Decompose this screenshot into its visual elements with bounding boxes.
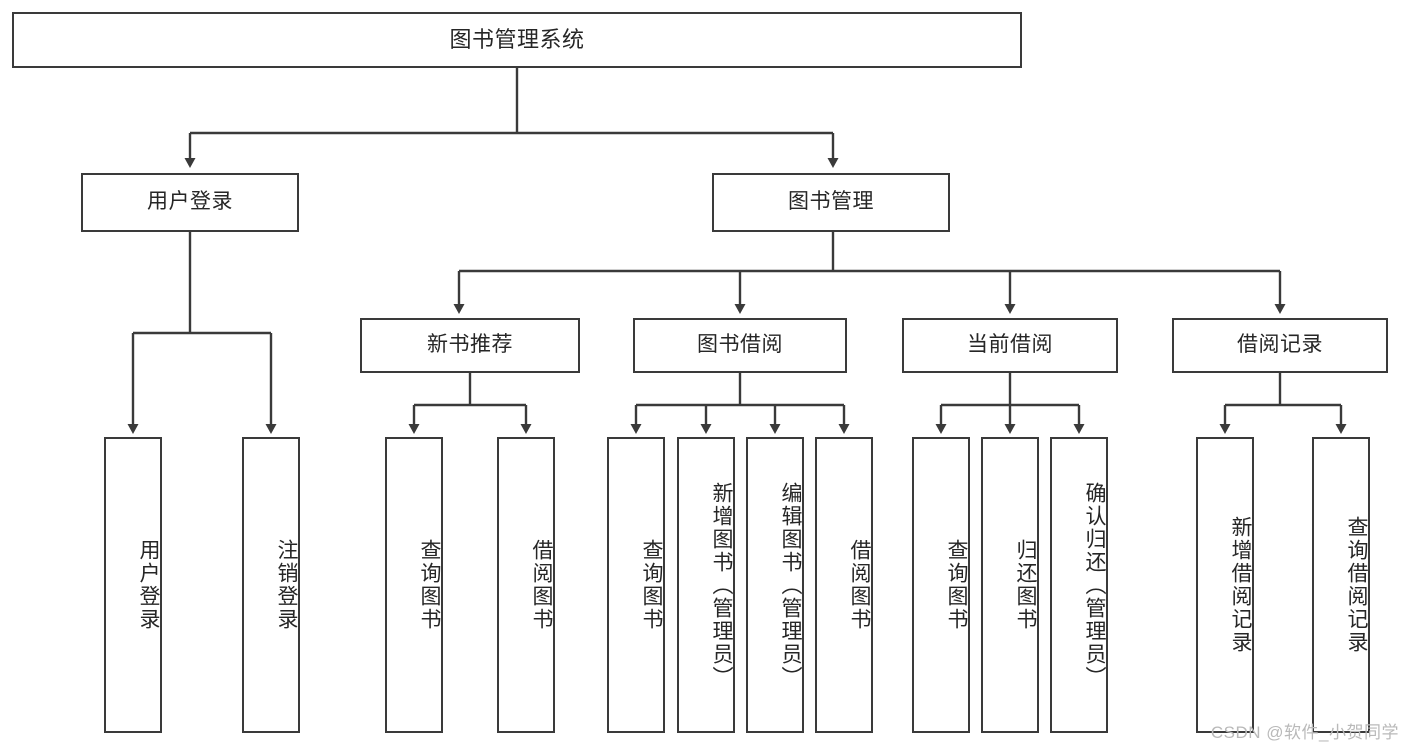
node-leaf-query-borrow-record[interactable]: 查询借阅记录 — [1312, 437, 1370, 733]
node-book-borrow[interactable]: 图书借阅 — [633, 318, 847, 373]
node-leaf-logout-label: 注销登录 — [275, 539, 298, 631]
node-leaf-query-book-borrow-label: 查询图书 — [640, 539, 663, 631]
node-book-management-label: 图书管理 — [788, 190, 874, 214]
node-leaf-query-book-current-label: 查询图书 — [945, 539, 968, 631]
node-leaf-add-book-admin-label: 新增图书（管理员） — [710, 481, 733, 689]
node-leaf-add-book-admin[interactable]: 新增图书（管理员） — [677, 437, 735, 733]
node-book-management[interactable]: 图书管理 — [712, 173, 950, 232]
node-leaf-borrow-book[interactable]: 借阅图书 — [815, 437, 873, 733]
node-leaf-user-login-label: 用户登录 — [137, 539, 160, 631]
node-leaf-query-book-current[interactable]: 查询图书 — [912, 437, 970, 733]
node-leaf-user-login[interactable]: 用户登录 — [104, 437, 162, 733]
node-borrow-record[interactable]: 借阅记录 — [1172, 318, 1388, 373]
node-leaf-query-borrow-record-label: 查询借阅记录 — [1345, 516, 1368, 654]
node-user-login[interactable]: 用户登录 — [81, 173, 299, 232]
node-current-borrow[interactable]: 当前借阅 — [902, 318, 1118, 373]
node-leaf-return-book-label: 归还图书 — [1014, 539, 1037, 631]
watermark: CSDN @软件_小贺同学 — [1210, 723, 1399, 742]
node-leaf-confirm-return-admin-label: 确认归还（管理员） — [1083, 481, 1106, 689]
node-leaf-logout[interactable]: 注销登录 — [242, 437, 300, 733]
node-leaf-add-borrow-record-label: 新增借阅记录 — [1229, 516, 1252, 654]
node-leaf-borrow-book-recommend[interactable]: 借阅图书 — [497, 437, 555, 733]
node-current-borrow-label: 当前借阅 — [967, 333, 1053, 357]
node-leaf-edit-book-admin[interactable]: 编辑图书（管理员） — [746, 437, 804, 733]
node-new-book-recommend[interactable]: 新书推荐 — [360, 318, 580, 373]
node-leaf-borrow-book-recommend-label: 借阅图书 — [530, 539, 553, 631]
node-user-login-label: 用户登录 — [147, 190, 233, 214]
node-root-system[interactable]: 图书管理系统 — [12, 12, 1022, 68]
node-book-borrow-label: 图书借阅 — [697, 333, 783, 357]
node-leaf-add-borrow-record[interactable]: 新增借阅记录 — [1196, 437, 1254, 733]
node-leaf-query-book-recommend[interactable]: 查询图书 — [385, 437, 443, 733]
node-leaf-confirm-return-admin[interactable]: 确认归还（管理员） — [1050, 437, 1108, 733]
node-root-system-label: 图书管理系统 — [449, 27, 585, 53]
node-leaf-query-book-borrow[interactable]: 查询图书 — [607, 437, 665, 733]
node-leaf-return-book[interactable]: 归还图书 — [981, 437, 1039, 733]
node-leaf-borrow-book-label: 借阅图书 — [848, 539, 871, 631]
node-borrow-record-label: 借阅记录 — [1237, 333, 1323, 357]
node-leaf-query-book-recommend-label: 查询图书 — [418, 539, 441, 631]
node-leaf-edit-book-admin-label: 编辑图书（管理员） — [779, 481, 802, 689]
node-new-book-recommend-label: 新书推荐 — [427, 333, 513, 357]
